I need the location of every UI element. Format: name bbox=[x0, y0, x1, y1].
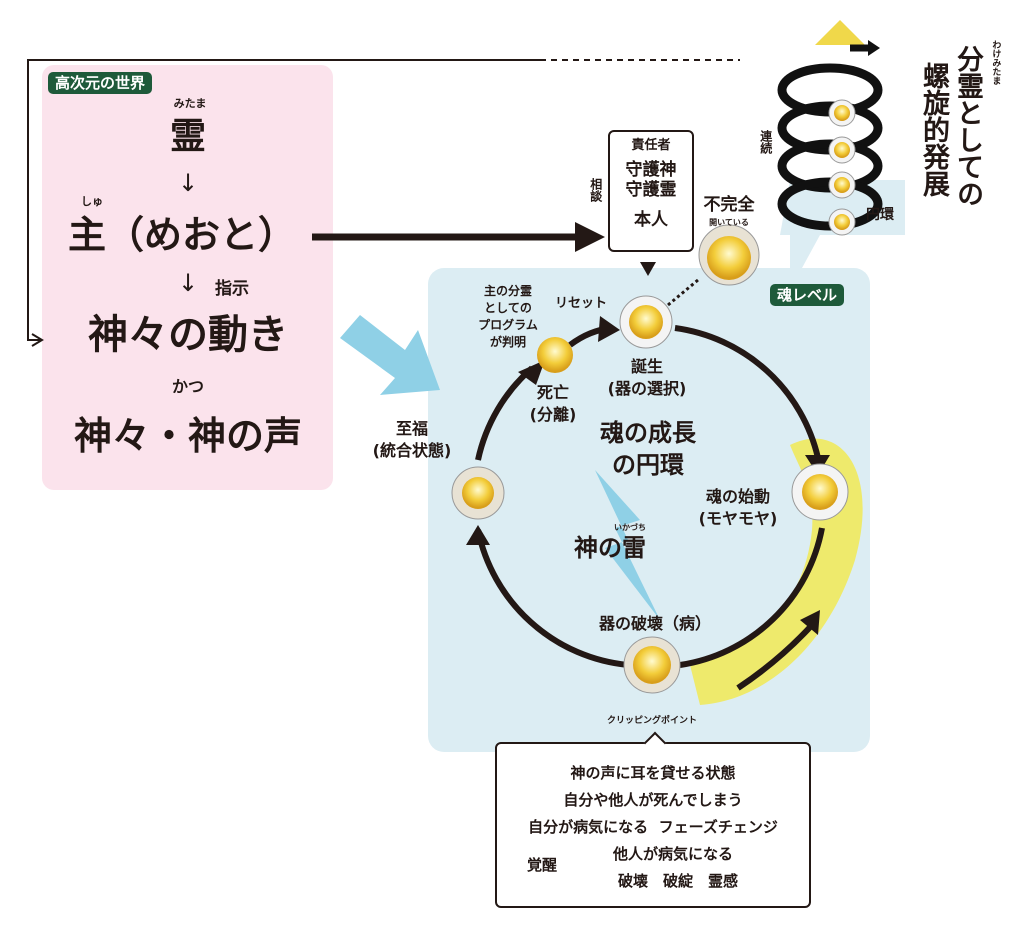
arrowhead-icon bbox=[518, 360, 545, 385]
self-label: 本人 bbox=[634, 210, 668, 231]
bliss-sub: (統合状態) bbox=[372, 441, 452, 460]
orb-incomplete bbox=[698, 224, 760, 286]
connector-arrowhead-icon bbox=[31, 333, 44, 347]
start-label: 魂の始動 bbox=[705, 487, 771, 506]
thunder-ruby: いかづち bbox=[614, 523, 646, 532]
arrowhead-icon bbox=[598, 316, 620, 342]
bottom-line-1: 神の声に耳を貸せる状態 bbox=[570, 764, 736, 782]
soul-level-badge: 魂レベル bbox=[770, 284, 845, 306]
awakening-label: 覚醒 bbox=[527, 856, 558, 874]
circle-label: 円環 bbox=[866, 207, 894, 223]
program-line: としての bbox=[484, 301, 532, 315]
responsibility-title: 責任者 bbox=[631, 138, 671, 153]
death-sub: (分離) bbox=[529, 405, 577, 424]
down-triangle-icon bbox=[640, 262, 656, 276]
arrowhead-icon bbox=[800, 610, 820, 635]
destroy-label: 器の破壊（病） bbox=[598, 614, 712, 633]
down-arrow-icon: ↓ bbox=[177, 169, 199, 197]
shu-label: 主（めおと） bbox=[68, 213, 297, 257]
orb-destroy bbox=[623, 636, 681, 694]
orb-death bbox=[537, 337, 573, 373]
incomplete-sub: 開いている bbox=[709, 218, 749, 227]
guardian-spirit: 守護霊 bbox=[625, 179, 677, 200]
spiral-ruby: わけみたま bbox=[990, 40, 1001, 85]
incomplete-title: 不完全 bbox=[703, 195, 755, 215]
orb-bliss bbox=[451, 466, 505, 520]
program-line: 主の分霊 bbox=[483, 284, 533, 298]
death-label: 死亡 bbox=[536, 383, 570, 402]
thunder-label: 神の雷 bbox=[574, 534, 646, 562]
blue-arrow-icon bbox=[340, 315, 440, 395]
dotted-link bbox=[667, 278, 699, 307]
bottom-line-5: 破壊 破綻 霊感 bbox=[617, 872, 738, 890]
upper-world-panel bbox=[42, 65, 333, 490]
program-line: が判明 bbox=[489, 335, 527, 349]
upper-world-badge: 高次元の世界 bbox=[48, 72, 153, 94]
bottom-callout-box: 神の声に耳を貸せる状態 自分や他人が死んでしまう 自分が病気になる フェーズチェ… bbox=[495, 731, 811, 908]
program-label: 主の分霊 としての プログラム が判明 bbox=[478, 283, 538, 351]
instruction-label: 指示 bbox=[215, 279, 249, 299]
top-connector-line bbox=[27, 59, 540, 341]
katsu-label: かつ bbox=[171, 377, 205, 396]
voice-label: 神々・神の声 bbox=[73, 414, 303, 458]
spiral-title-1: 分霊としての bbox=[952, 45, 984, 207]
birth-sub: (器の選択) bbox=[607, 379, 687, 398]
main-arrowhead-icon bbox=[575, 222, 605, 252]
bottom-line-2: 自分や他人が死んでしまう bbox=[563, 791, 743, 809]
consult-label: 相談 bbox=[588, 178, 603, 202]
orb-birth bbox=[619, 295, 673, 349]
movement-label: 神々の動き bbox=[88, 312, 288, 358]
cycle-arrows bbox=[475, 325, 825, 691]
bottom-line-4: 他人が病気になる bbox=[612, 845, 733, 863]
center-title-2: の円環 bbox=[612, 451, 684, 479]
rei-label: 霊 bbox=[169, 116, 207, 157]
responsibility-box: 責任者 守護神 守護霊 本人 bbox=[608, 130, 694, 252]
bliss-label: 至福 bbox=[395, 419, 429, 438]
orb-start bbox=[791, 463, 849, 521]
guardian-god: 守護神 bbox=[625, 159, 677, 180]
clipping-point-label: クリッピングポイント bbox=[606, 716, 698, 726]
arrowhead-icon bbox=[466, 525, 490, 545]
start-sub: (モヤモヤ) bbox=[698, 509, 778, 528]
birth-label: 誕生 bbox=[630, 357, 664, 376]
reset-label: リセット bbox=[555, 296, 608, 311]
rei-ruby: みたま bbox=[173, 97, 207, 110]
shu-ruby: しゅ bbox=[81, 195, 103, 208]
down-arrow-icon: ↓ bbox=[177, 269, 199, 297]
continuous-label: 連続 bbox=[758, 130, 773, 154]
center-title-1: 魂の成長 bbox=[600, 419, 696, 447]
spiral-title-2: 螺旋的発展 bbox=[918, 62, 950, 197]
bottom-line-3: 自分が病気になる フェーズチェンジ bbox=[528, 818, 778, 836]
program-line: プログラム bbox=[478, 318, 538, 332]
spiral-graphic bbox=[777, 20, 883, 236]
